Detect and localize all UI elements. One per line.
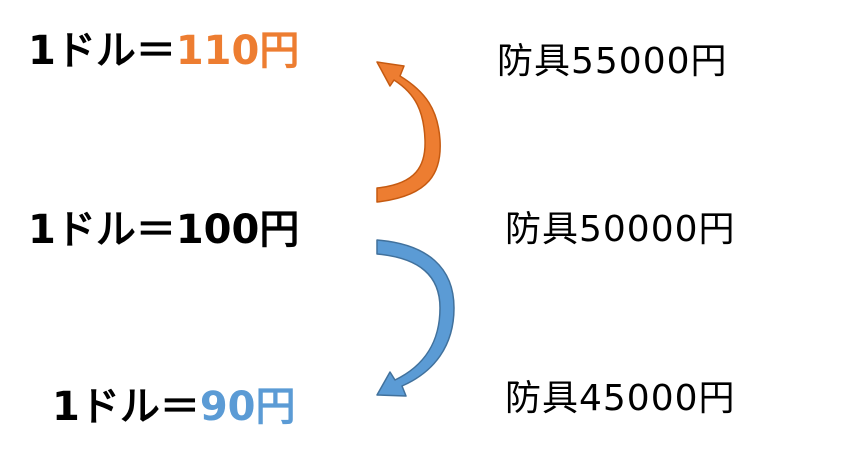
rate-value-base: 100円 [175, 207, 300, 253]
rate-prefix: 1ドル＝ [28, 207, 176, 253]
arrow-down-blue [376, 239, 455, 397]
exchange-rate-low: 1ドル＝90円 [52, 383, 296, 431]
armor-price-low: 防具45000円 [505, 378, 736, 419]
arrow-up-orange [376, 61, 441, 203]
exchange-rate-base: 1ドル＝100円 [28, 206, 299, 254]
exchange-rate-high: 1ドル＝110円 [28, 27, 299, 75]
rate-value-low: 90円 [199, 384, 296, 430]
armor-price-base: 防具50000円 [505, 209, 736, 250]
rate-prefix: 1ドル＝ [28, 28, 176, 74]
armor-price-high: 防具55000円 [497, 41, 728, 82]
rate-value-high: 110円 [175, 28, 300, 74]
rate-prefix: 1ドル＝ [52, 384, 200, 430]
